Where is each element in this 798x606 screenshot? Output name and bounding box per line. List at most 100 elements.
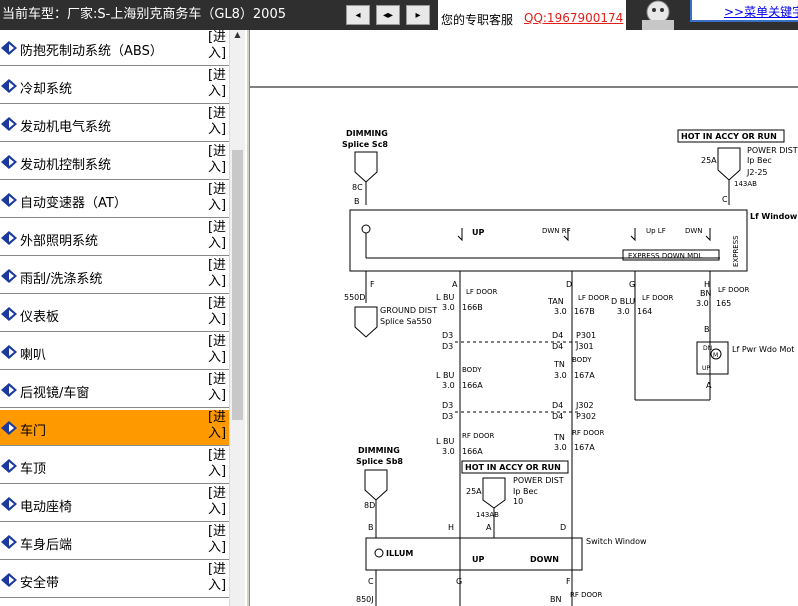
pin-a-motor: A bbox=[706, 381, 712, 390]
row-divider bbox=[0, 597, 229, 598]
sidebar-item[interactable]: 电动座椅[进入] bbox=[0, 486, 229, 522]
d3-label-2: D3 bbox=[442, 342, 453, 351]
prev-icon: ◂ bbox=[355, 9, 361, 21]
enter-link[interactable]: [进入] bbox=[207, 296, 227, 327]
enter-link[interactable]: [进入] bbox=[207, 144, 227, 175]
hot-accy-run-bottom: HOT IN ACCY OR RUN bbox=[465, 463, 561, 472]
split-icon: ◂▸ bbox=[382, 9, 394, 21]
power-dist-bottom: POWER DIST bbox=[513, 476, 564, 485]
sidebar-item[interactable]: 车门[进入] bbox=[0, 410, 229, 446]
enter-link[interactable]: [进入] bbox=[207, 182, 227, 213]
sidebar-item-label: 仪表板 bbox=[20, 310, 60, 325]
pin-a-label: A bbox=[452, 280, 458, 289]
scroll-up-icon[interactable]: ▲ bbox=[234, 30, 241, 39]
lf-door-a: LF DOOR bbox=[466, 288, 498, 296]
sidebar-item[interactable]: 后视镜/车窗 [进入] bbox=[0, 372, 229, 408]
sidebar-item-label: 后视镜/车窗 bbox=[20, 386, 90, 401]
sidebar-item[interactable]: 外部照明系统[进入] bbox=[0, 220, 229, 256]
rf-door-a: RF DOOR bbox=[462, 432, 495, 440]
wire-166a-rf: 166A bbox=[462, 447, 483, 456]
pin-d-label: D bbox=[566, 280, 572, 289]
service-qq-link[interactable]: QQ:1967900174 bbox=[524, 11, 624, 25]
gauge-a: 3.0 bbox=[442, 303, 455, 312]
lf-window-switch-label: Lf Window S bbox=[750, 212, 798, 221]
lf-door-g: LF DOOR bbox=[642, 294, 674, 302]
dimming-bottom-label: DIMMING bbox=[358, 446, 400, 455]
sidebar-item[interactable]: 车顶[进入] bbox=[0, 448, 229, 484]
sidebar-item-label: 车身后端 bbox=[20, 538, 73, 553]
enter-link[interactable]: [进入] bbox=[207, 258, 227, 289]
next-button[interactable]: ▸ bbox=[406, 5, 430, 25]
up-bottom-label: UP bbox=[472, 555, 484, 564]
row-divider bbox=[0, 445, 229, 446]
diamond-arrow-icon bbox=[0, 306, 18, 322]
gauge-rf-a: 3.0 bbox=[442, 447, 455, 456]
sidebar-item[interactable]: 雨刮/洗涤系统 [进入] bbox=[0, 258, 229, 294]
pin-g-bottom: G bbox=[456, 577, 462, 586]
row-divider bbox=[0, 141, 229, 142]
up-lf-label: Up LF bbox=[646, 227, 666, 235]
enter-link[interactable]: [进入] bbox=[207, 106, 227, 137]
fuse-25a-bottom: 25A bbox=[466, 487, 482, 496]
menu-keyword-link[interactable]: >>菜单关键字 bbox=[724, 5, 798, 19]
sidebar-item[interactable]: 自动变速器（AT）[进入] bbox=[0, 182, 229, 218]
enter-link[interactable]: [进入] bbox=[207, 68, 227, 99]
sidebar-item[interactable]: 发动机控制系统[进入] bbox=[0, 144, 229, 180]
enter-link[interactable]: [进入] bbox=[207, 220, 227, 251]
gauge-body-d: 3.0 bbox=[554, 371, 567, 380]
enter-link[interactable]: [进入] bbox=[207, 372, 227, 403]
sidebar-item[interactable]: 防抱死制动系统（ABS） [进入] bbox=[0, 30, 229, 66]
scroll-thumb[interactable] bbox=[232, 150, 243, 420]
wire-167b: 167B bbox=[574, 307, 595, 316]
p302-label: P302 bbox=[576, 412, 596, 421]
sidebar-item[interactable]: 喇叭[进入] bbox=[0, 334, 229, 370]
sidebar-scrollbar[interactable]: ▲ bbox=[229, 30, 245, 606]
sidebar-item[interactable]: 车身后端 [进入] bbox=[0, 524, 229, 560]
row-divider bbox=[0, 521, 229, 522]
row-divider bbox=[0, 255, 229, 256]
d-blu-label: D BLU bbox=[611, 297, 635, 306]
pin-b-motor: B bbox=[704, 325, 710, 334]
diamond-arrow-icon bbox=[0, 344, 18, 360]
fuse-25a-top: 25A bbox=[701, 156, 717, 165]
prev-button[interactable]: ◂ bbox=[346, 5, 370, 25]
body-d: BODY bbox=[572, 356, 592, 364]
row-divider bbox=[0, 559, 229, 560]
splice-sa550-label: Splice Sa550 bbox=[380, 317, 432, 326]
body-a: BODY bbox=[462, 366, 482, 374]
lf-pwr-wdo-motor-label: Lf Pwr Wdo Mot bbox=[732, 345, 794, 354]
dwn-rf-label: DWN RF bbox=[542, 227, 571, 235]
enter-link[interactable]: [进入] bbox=[207, 334, 227, 365]
d3-label-3: D3 bbox=[442, 401, 453, 410]
sidebar-item-label: 雨刮/洗涤系统 bbox=[20, 272, 103, 287]
wire-167a-rf: 167A bbox=[574, 443, 595, 452]
power-dist-top: POWER DIST bbox=[747, 146, 798, 155]
gauge-h: 3.0 bbox=[696, 299, 709, 308]
splice-sc8-label: Splice Sc8 bbox=[342, 140, 388, 149]
row-divider bbox=[0, 217, 229, 218]
enter-link[interactable]: [进入] bbox=[207, 448, 227, 479]
d4-label-2: D4 bbox=[552, 342, 563, 351]
pin-a-bottom: A bbox=[486, 523, 492, 532]
dimming-top-label: DIMMING bbox=[346, 129, 388, 138]
diamond-arrow-icon bbox=[0, 572, 18, 588]
frame-divider[interactable] bbox=[246, 30, 250, 606]
sidebar-item[interactable]: 冷却系统[进入] bbox=[0, 68, 229, 104]
sidebar-item[interactable]: 发动机电气系统[进入] bbox=[0, 106, 229, 142]
enter-link[interactable]: [进入] bbox=[207, 30, 227, 61]
sidebar-item-label: 防抱死制动系统（ABS） bbox=[20, 44, 163, 59]
enter-link[interactable]: [进入] bbox=[207, 486, 227, 517]
l-bu-a: L BU bbox=[436, 293, 454, 302]
switch-window-label: Switch Window bbox=[586, 537, 647, 546]
enter-link[interactable]: [进入] bbox=[207, 524, 227, 555]
sidebar-item[interactable]: 安全带[进入] bbox=[0, 562, 229, 598]
nav-button-group: ◂ ◂▸ ▸ bbox=[346, 5, 430, 25]
diamond-arrow-icon bbox=[0, 78, 18, 94]
enter-link[interactable]: [进入] bbox=[207, 562, 227, 593]
sidebar-item[interactable]: 仪表板 [进入] bbox=[0, 296, 229, 332]
split-button[interactable]: ◂▸ bbox=[376, 5, 400, 25]
lf-door-d: LF DOOR bbox=[578, 294, 610, 302]
diamond-arrow-icon bbox=[0, 268, 18, 284]
enter-link[interactable]: [进入] bbox=[207, 410, 227, 441]
wire-167a-body: 167A bbox=[574, 371, 595, 380]
